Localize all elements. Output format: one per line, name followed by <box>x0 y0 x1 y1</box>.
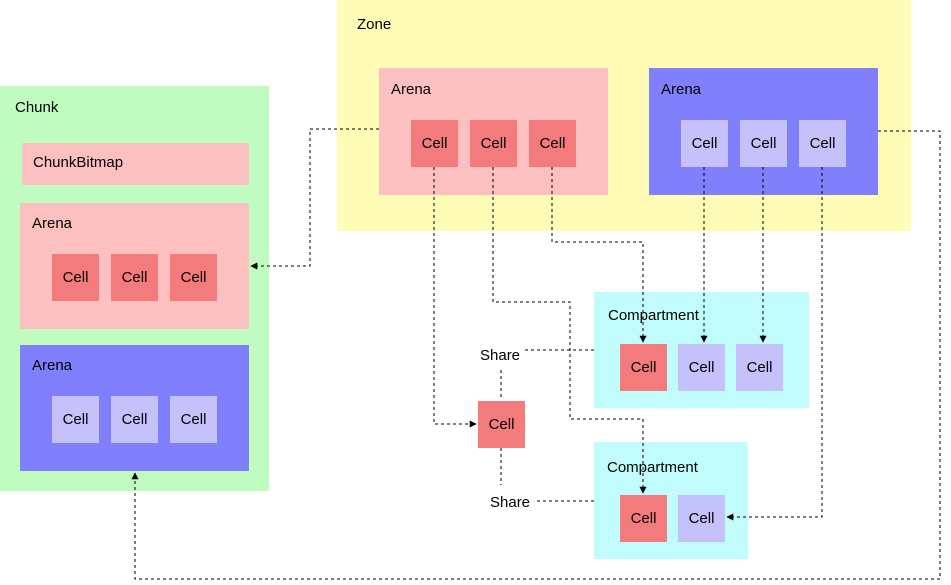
chunk-blue-cell-3: Cell <box>170 396 217 443</box>
chunk-blue-arena-label: Arena <box>32 357 73 374</box>
chunk-blue-cell-1: Cell <box>52 396 99 443</box>
compartment-1-cell-1: Cell <box>620 344 667 391</box>
compartment-2-label: Compartment <box>607 459 698 476</box>
link-zone-cell3-to-compartment1-cell <box>551 167 647 343</box>
chunk-red-cell-3: Cell <box>170 254 217 301</box>
chunk-red-cell-2: Cell <box>111 254 158 301</box>
link-zone-blue-cell3-to-compartment2 <box>726 167 823 521</box>
compartment-1-label: Compartment <box>608 307 699 324</box>
link-zone-arena-to-chunk-arena <box>250 128 379 270</box>
compartment-1-cell-2: Cell <box>678 344 725 391</box>
chunk-label: Chunk <box>15 99 59 116</box>
chunk-bitmap: ChunkBitmap <box>22 143 249 185</box>
zone-blue-cell-1: Cell <box>681 120 728 167</box>
link-zone-cell1-to-shared-cell <box>433 167 477 428</box>
chunk-red-arena-label: Arena <box>32 215 73 232</box>
compartment-2-cell-1: Cell <box>620 495 667 542</box>
compartment-2-cell-2: Cell <box>678 495 725 542</box>
zone-red-cell-3: Cell <box>529 120 576 167</box>
link-zone-cell2-to-compartment2-cell <box>492 167 647 494</box>
shared-cell: Cell <box>478 401 525 448</box>
zone-blue-cell-2: Cell <box>740 120 787 167</box>
share-label-1: Share <box>480 347 521 364</box>
chunk-red-cell-1: Cell <box>52 254 99 301</box>
chunk-blue-cell-2: Cell <box>111 396 158 443</box>
zone-blue-cell-3: Cell <box>799 120 846 167</box>
zone-red-arena-label: Arena <box>391 81 432 98</box>
share-label-2: Share <box>490 494 531 511</box>
chunk-bitmap-label: ChunkBitmap <box>33 154 124 171</box>
zone-red-cell-2: Cell <box>470 120 517 167</box>
compartment-1-cell-3: Cell <box>736 344 783 391</box>
zone-red-cell-1: Cell <box>411 120 458 167</box>
zone-label: Zone <box>357 16 392 33</box>
zone-blue-arena-label: Arena <box>661 81 702 98</box>
link-zone-blue-arena-to-chunk-blue-arena <box>131 130 941 580</box>
